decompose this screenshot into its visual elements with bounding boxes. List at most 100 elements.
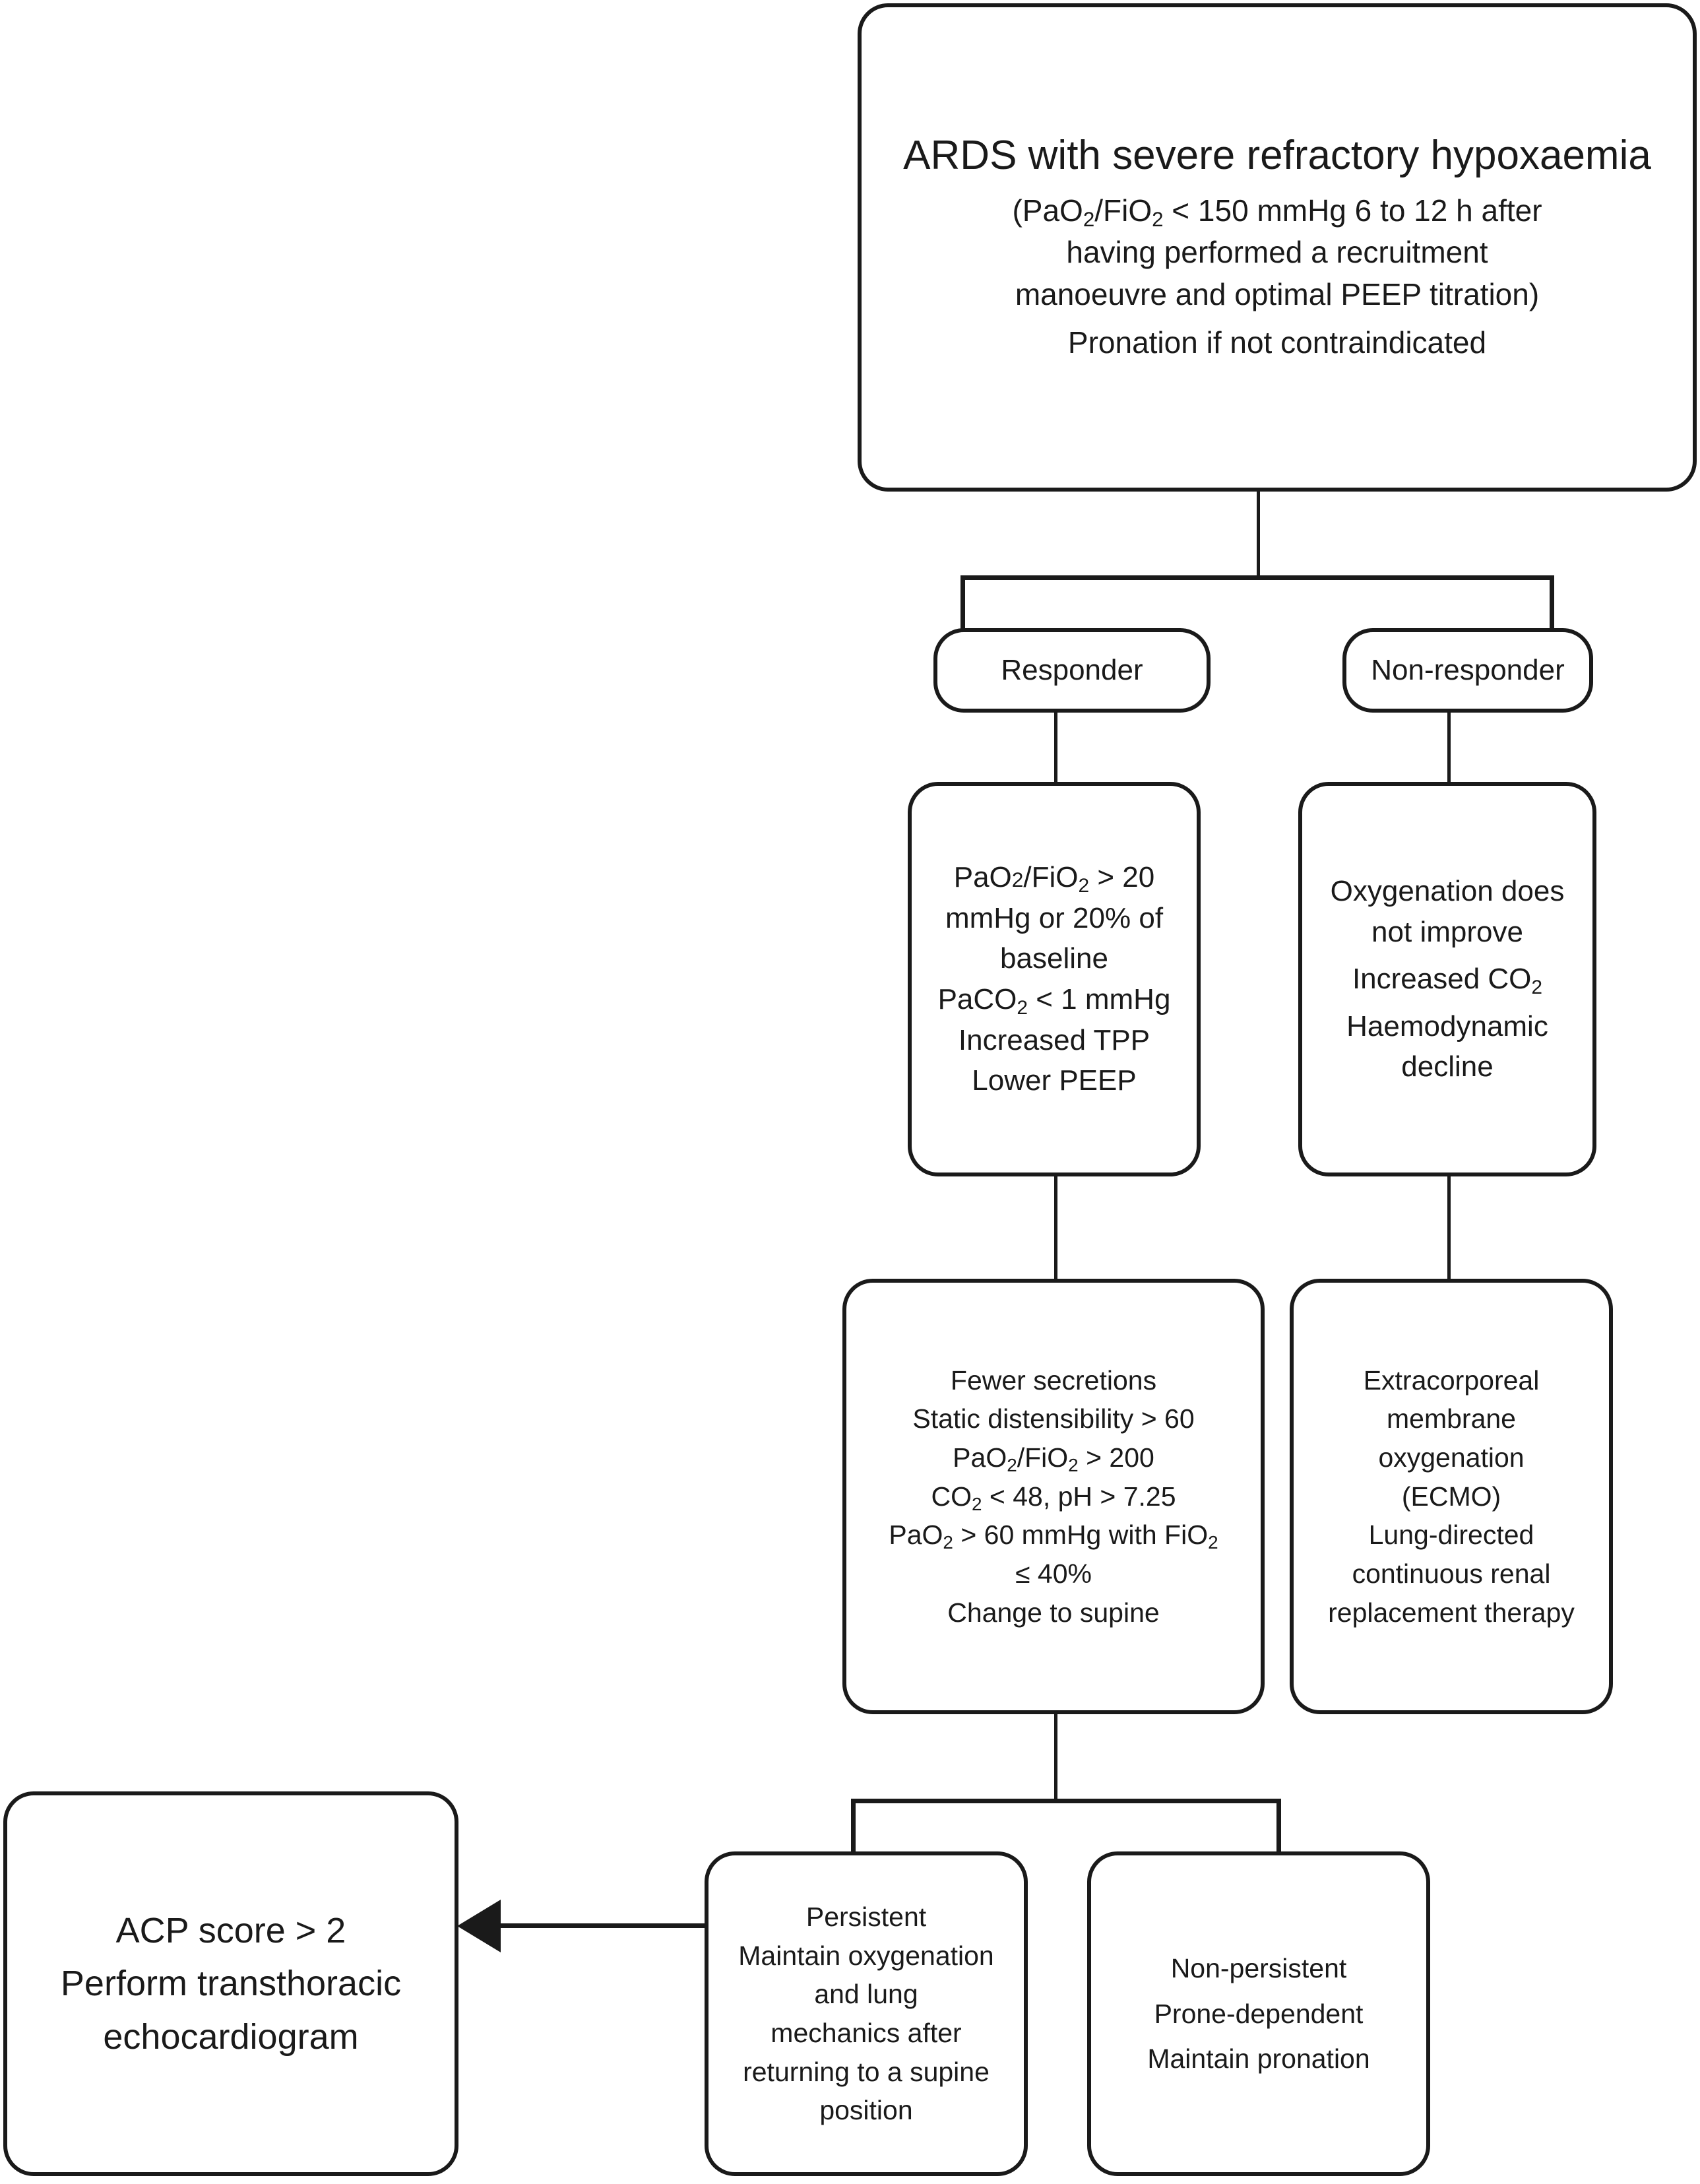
node-supine-criteria[interactable]: Fewer secretions Static distensibility >… [842,1279,1265,1714]
connector-supine-down [1054,1714,1057,1800]
ecmo-line3: oxygenation [1378,1442,1525,1473]
sc-l4-sub: 2 [971,1493,982,1514]
sc-l4a: CO [931,1481,972,1512]
nrc-line2: not improve [1371,915,1523,948]
responder-label: Responder [1001,654,1143,687]
node-responder[interactable]: Responder [933,628,1211,713]
sc-l5b: > 60 mmHg with FiO [953,1520,1209,1551]
ecmo-line4: (ECMO) [1401,1481,1501,1512]
sc-l3-sub1: 2 [1007,1455,1017,1476]
node-non-persistent[interactable]: Non-persistent Prone-dependent Maintain … [1087,1851,1430,2176]
root-criteria-l1b: /FiO [1094,193,1152,228]
non-persistent-line2: Prone-dependent [1154,1998,1364,2029]
nrc-line3: Increased CO2 [1352,959,1542,1000]
connector-level1-split-bar [960,575,1554,580]
sc-l3-sub2: 2 [1068,1455,1079,1476]
node-non-responder[interactable]: Non-responder [1342,628,1593,713]
sc-l3b: /FiO [1017,1442,1069,1473]
nrc-line5: decline [1401,1050,1494,1083]
supine-criteria-text: Fewer secretions Static distensibility >… [856,1361,1251,1632]
persistent-line3: and lung [814,1979,918,2010]
root-criteria-sub1: 2 [1083,208,1095,231]
rc-line5: Increased TPP [958,1023,1150,1056]
sc-line4: CO2 < 48, pH > 7.25 [931,1481,1176,1514]
ecmo-text: Extracorporeal membrane oxygenation (ECM… [1303,1361,1600,1632]
root-criteria-sub2: 2 [1152,208,1164,231]
ecmo-line6: continuous renal [1352,1558,1551,1589]
connector-non-responder-to-criteria [1447,686,1451,782]
rc-line1: PaO2/FiO2 > 20 [953,861,1155,895]
node-root[interactable]: ARDS with severe refractory hypoxaemia (… [858,3,1697,492]
node-non-responder-criteria[interactable]: Oxygenation does not improve Increased C… [1298,782,1596,1176]
rc-l4-sub: 2 [1017,996,1028,1019]
rc-l4a: PaCO [937,983,1017,1015]
sc-l5a: PaO [889,1520,943,1551]
sc-line2: Static distensibility > 60 [912,1403,1195,1434]
sc-line6: ≤ 40% [1015,1558,1092,1589]
persistent-line1: Persistent [805,1902,927,1933]
acp-line2: Perform transthoracic [60,1964,402,2004]
connector-to-non-responder [1550,575,1554,631]
sc-line3: PaO2/FiO2 > 200 [953,1442,1154,1476]
connector-responder-to-criteria [1054,686,1057,782]
rc-l1-sub2: 2 [1078,874,1090,897]
node-ecmo[interactable]: Extracorporeal membrane oxygenation (ECM… [1290,1279,1613,1714]
nrc-tail: Haemodynamic decline [1311,1006,1583,1087]
connector-persistent-to-acp [462,1923,712,1928]
connector-level3-split-bar [851,1799,1281,1803]
ecmo-line2: membrane [1387,1403,1516,1434]
rc-line3: baseline [1000,942,1108,975]
persistent-text: Persistent Maintain oxygenation and lung… [718,1898,1015,2130]
rc-l1c: > 20 [1089,861,1155,894]
sc-line7: Change to supine [947,1597,1160,1628]
node-persistent[interactable]: Persistent Maintain oxygenation and lung… [705,1851,1028,2176]
node-responder-criteria[interactable]: PaO2/FiO2 > 20 mmHg or 20% of baseline P… [908,782,1201,1176]
rc-line4: PaCO2 < 1 mmHg [937,983,1171,1017]
sc-l3c: > 200 [1078,1442,1154,1473]
sc-l5-sub1: 2 [943,1532,953,1553]
rc-l1b: /FiO [1023,861,1079,894]
root-criteria-line1: (PaO2/FiO2 < 150 mmHg 6 to 12 h after [1012,193,1542,231]
persistent-line6: position [819,2095,913,2126]
rc-l1-sub-inline: 2 [1011,868,1024,892]
root-criteria: (PaO2/FiO2 < 150 mmHg 6 to 12 h after ha… [871,190,1684,315]
connector-to-non-persistent [1276,1799,1281,1853]
non-responder-label: Non-responder [1371,654,1565,687]
arrowhead-icon [457,1900,501,1952]
connector-criteria-to-ecmo [1447,1176,1451,1279]
nrc-l3-sub: 2 [1531,976,1543,998]
sc-l4b: < 48, pH > 7.25 [982,1481,1176,1512]
acp-line1: ACP score > 2 [115,1911,346,1951]
nrc-line1: Oxygenation does [1330,875,1565,908]
rc-line2: mmHg or 20% of [945,901,1164,934]
rc-line6: Lower PEEP [972,1064,1137,1097]
root-criteria-line3: manoeuvre and optimal PEEP titration) [1015,276,1540,311]
sc-line1: Fewer secretions [950,1365,1157,1396]
ecmo-line1: Extracorporeal [1363,1365,1540,1396]
root-criteria-l1a: (PaO [1012,193,1083,228]
sc-line5: PaO2 > 60 mmHg with FiO2 [889,1520,1218,1553]
connector-to-responder [960,575,965,631]
non-persistent-line3: Maintain pronation [1147,2043,1370,2074]
rc-l4b: < 1 mmHg [1028,983,1171,1015]
connector-to-persistent [851,1799,856,1853]
rc-l1a: PaO [953,861,1012,894]
non-responder-criteria-text: Oxygenation does not improve [1311,871,1583,952]
nrc-line4: Haemodynamic [1346,1010,1548,1043]
persistent-line4: mechanics after [771,2018,962,2048]
connector-criteria-to-supine [1054,1176,1057,1279]
nrc-l3a: Increased CO [1352,963,1532,996]
non-persistent-line1: Non-persistent [1170,1953,1347,1984]
connector-root-down [1257,492,1260,577]
sc-l5-sub2: 2 [1208,1532,1218,1553]
root-criteria-line2: having performed a recruitment [1066,235,1488,270]
ecmo-line7: replacement therapy [1328,1597,1575,1628]
root-criteria-l1c: < 150 mmHg 6 to 12 h after [1163,193,1542,228]
responder-criteria-text: PaO2/FiO2 > 20 mmHg or 20% of baseline P… [921,857,1187,1101]
ecmo-line5: Lung-directed [1368,1520,1534,1551]
acp-line3: echocardiogram [103,2016,359,2057]
root-action: Pronation if not contraindicated [1067,325,1487,360]
sc-l3a: PaO [953,1442,1007,1473]
node-acp-score[interactable]: ACP score > 2 Perform transthoracic echo… [3,1791,458,2176]
root-heading: ARDS with severe refractory hypoxaemia [903,133,1651,179]
